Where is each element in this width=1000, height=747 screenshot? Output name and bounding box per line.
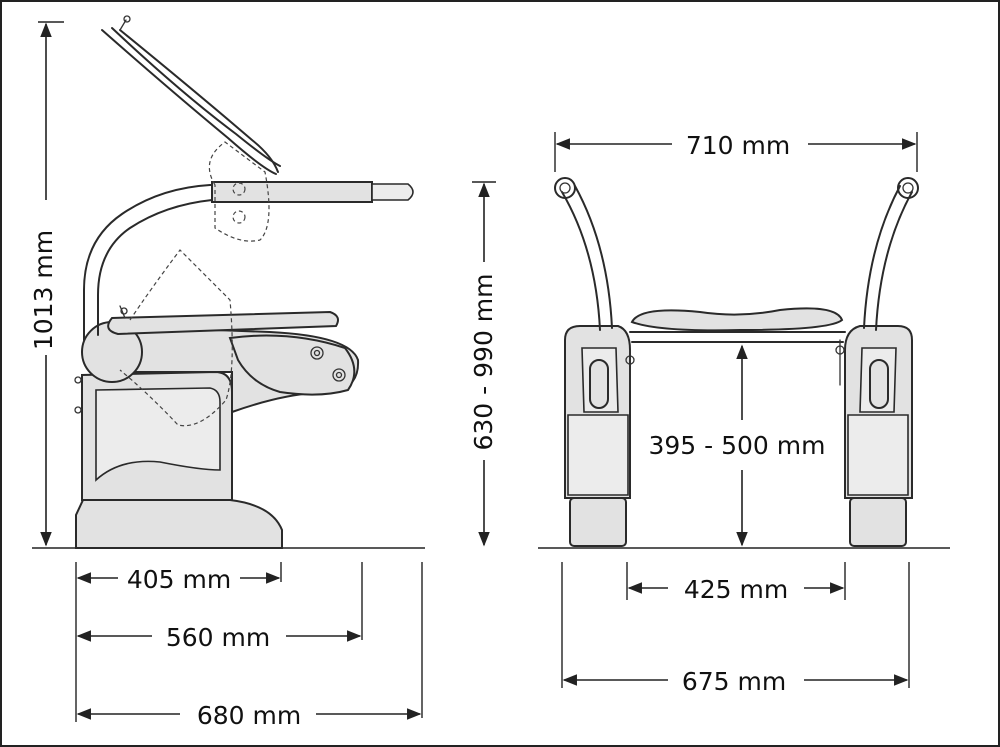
label-depth-seat: 560 mm — [166, 623, 270, 652]
side-view-chair — [74, 15, 414, 549]
label-width-armrests: 710 mm — [686, 131, 790, 160]
label-width-base: 675 mm — [682, 667, 786, 696]
label-width-inner: 425 mm — [684, 575, 788, 604]
dimension-armrest-height — [472, 181, 496, 547]
front-view-chair — [554, 177, 919, 547]
label-depth-total: 680 mm — [197, 701, 301, 730]
dimension-width-armrests — [554, 132, 918, 172]
label-overall-height: 1013 mm — [29, 230, 58, 350]
dimension-overall-height — [38, 21, 64, 547]
label-depth-base: 405 mm — [127, 565, 231, 594]
label-seat-height: 395 - 500 mm — [648, 431, 825, 460]
label-armrest-height: 630 - 990 mm — [469, 273, 498, 450]
